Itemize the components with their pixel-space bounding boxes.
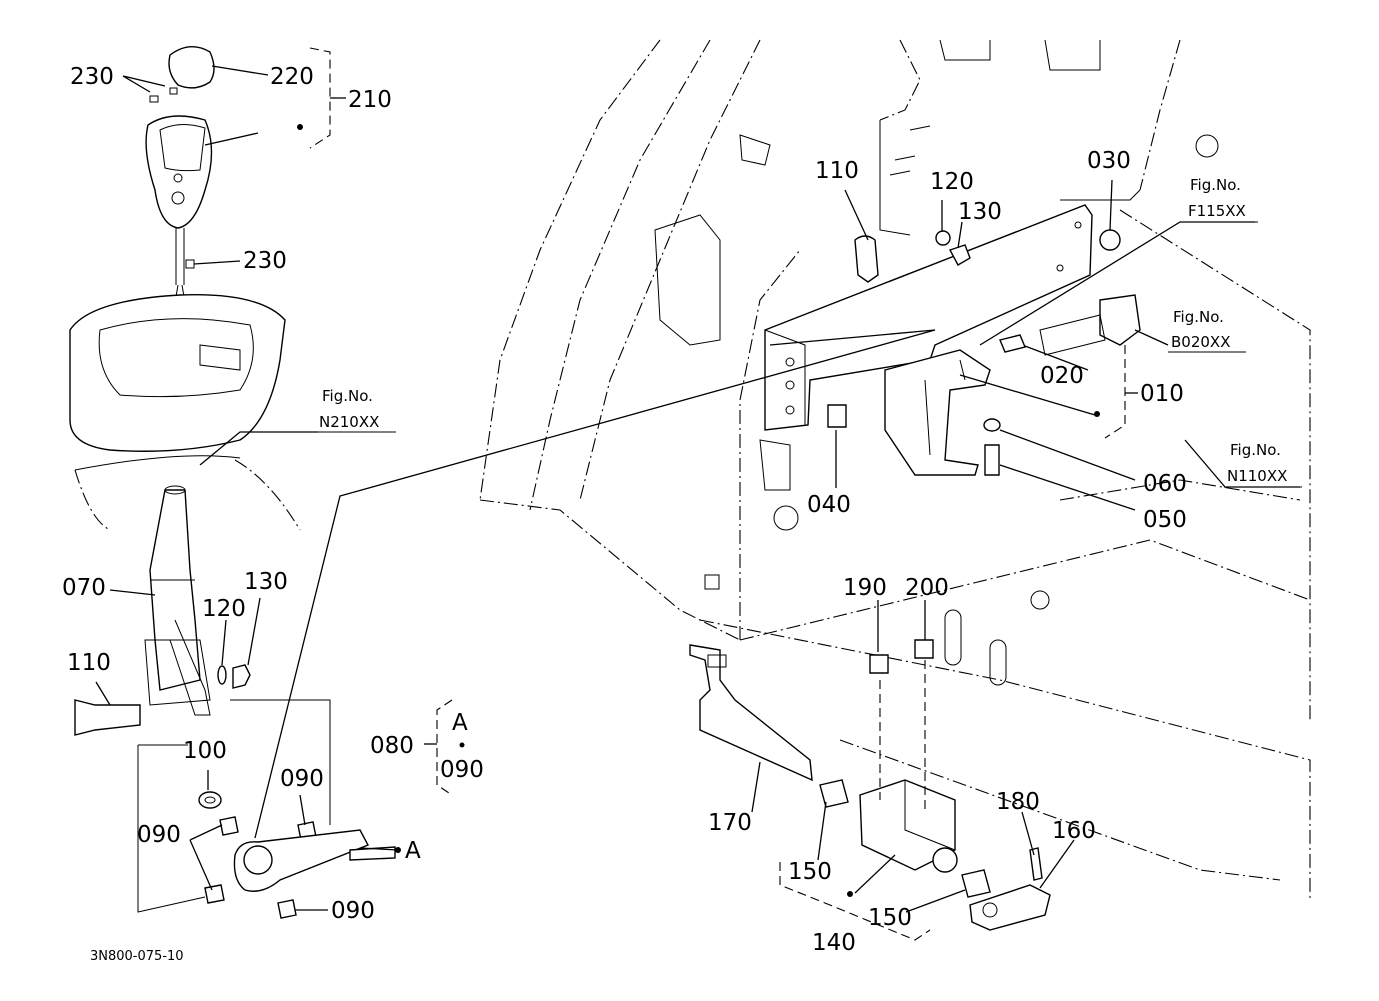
- label-220: 220: [270, 64, 314, 90]
- drawing-code: 3N800-075-10: [90, 949, 184, 964]
- fig-references: Fig.No. N210XX Fig.No. F115XX Fig.No. B0…: [318, 176, 1302, 488]
- label-080: 080: [370, 733, 414, 759]
- label-080-sub: 090: [440, 757, 484, 783]
- fig-ref-n210-title: Fig.No.: [322, 387, 373, 405]
- part-labels: 230 220 210 230 070 120 130 110 100 090 …: [62, 64, 1187, 956]
- main-bracket: [764, 204, 1093, 431]
- label-060: 060: [1143, 471, 1187, 497]
- shift-arm: [233, 829, 369, 892]
- chassis-frame-outline: [479, 39, 1311, 900]
- label-120: 120: [930, 169, 974, 195]
- label-200: 200: [905, 575, 949, 601]
- label-150: 150: [868, 905, 912, 931]
- label-020: 020: [1040, 363, 1084, 389]
- label-150: 150: [788, 859, 832, 885]
- console-panel: [69, 294, 286, 452]
- label-140: 140: [812, 930, 856, 956]
- label-050: 050: [1143, 507, 1187, 533]
- fig-ref-n110-code: N110XX: [1227, 467, 1287, 485]
- leader-lines: [95, 47, 1300, 941]
- label-030: 030: [1087, 148, 1131, 174]
- label-100: 100: [183, 738, 227, 764]
- fig-ref-b020-title: Fig.No.: [1173, 308, 1224, 326]
- label-210: 210: [348, 87, 392, 113]
- shaft-170: [689, 644, 813, 782]
- label-070: 070: [62, 575, 106, 601]
- label-190: 190: [843, 575, 887, 601]
- fig-ref-f115-code: F115XX: [1188, 202, 1246, 220]
- label-120: 120: [202, 596, 246, 622]
- label-A: A: [405, 838, 421, 864]
- fig-ref-n110-title: Fig.No.: [1230, 441, 1281, 459]
- label-010: 010: [1140, 381, 1184, 407]
- label-170: 170: [708, 810, 752, 836]
- label-230: 230: [70, 64, 114, 90]
- label-130: 130: [244, 569, 288, 595]
- label-160: 160: [1052, 818, 1096, 844]
- knob-cap: [168, 46, 215, 89]
- label-090: 090: [137, 822, 181, 848]
- linkage-assembly: [689, 125, 1141, 931]
- label-130: 130: [958, 199, 1002, 225]
- label-090: 090: [280, 766, 324, 792]
- label-090: 090: [331, 898, 375, 924]
- label-180: 180: [996, 789, 1040, 815]
- shift-lever-assembly: [69, 46, 396, 919]
- fig-ref-b020-code: B020XX: [1171, 333, 1230, 351]
- fig-ref-n210-code: N210XX: [319, 413, 379, 431]
- bolt-110: [74, 699, 141, 736]
- knob-body: [145, 115, 213, 229]
- group-dots: [297, 124, 1100, 897]
- label-040: 040: [807, 492, 851, 518]
- label-110: 110: [815, 158, 859, 184]
- label-080-ref: A: [452, 710, 468, 736]
- label-110: 110: [67, 650, 111, 676]
- label-230: 230: [243, 248, 287, 274]
- fig-ref-f115-title: Fig.No.: [1190, 176, 1241, 194]
